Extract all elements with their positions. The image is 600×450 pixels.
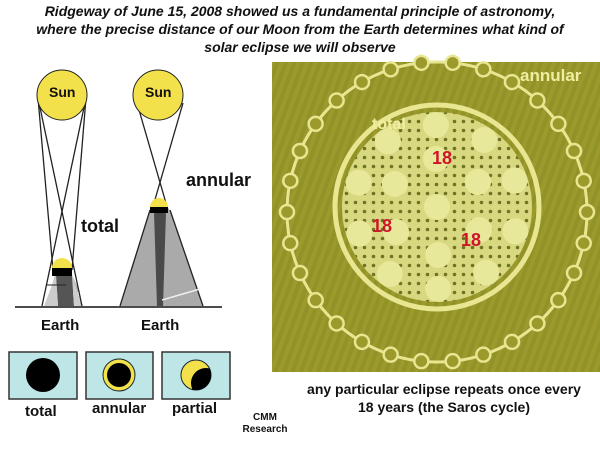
inner-circle	[473, 259, 500, 286]
ring-circle	[291, 142, 309, 160]
crop-circle-photo	[272, 54, 600, 372]
ring-circle	[353, 73, 371, 91]
saros-number: 18	[461, 230, 482, 250]
page-title: Ridgeway of June 15, 2008 showed us a fu…	[0, 2, 600, 56]
ring-circle	[382, 61, 399, 78]
saros-caption: any particular eclipse repeats once ever…	[288, 380, 600, 416]
caption-line-1: any particular eclipse repeats once ever…	[307, 381, 581, 397]
eclipse-label-total: total	[25, 403, 57, 420]
sun-label-annular: Sun	[145, 84, 172, 100]
ring-circle	[503, 73, 521, 91]
eclipse-label-partial: partial	[172, 400, 218, 417]
earth-label-total: Earth	[41, 317, 80, 334]
eclipse-type-partial	[161, 351, 231, 400]
saros-number: 18	[432, 148, 453, 168]
ring-circle	[550, 291, 567, 309]
credit-line-1: CMM	[253, 412, 277, 423]
credit: CMM Research	[240, 412, 290, 436]
crop-annular-label: annular	[520, 66, 582, 85]
inner-circle	[422, 112, 449, 139]
inner-circle	[425, 275, 452, 302]
ring-circle	[475, 346, 492, 363]
ring-circle	[413, 54, 430, 72]
inner-circle	[422, 146, 449, 173]
ring-circle	[578, 203, 596, 221]
ring-circle	[503, 333, 521, 351]
ring-circle	[413, 352, 430, 370]
ring-circle	[307, 115, 324, 133]
inner-circle	[374, 128, 401, 155]
inner-circle	[502, 218, 529, 245]
eclipse-type-total	[8, 351, 78, 400]
eclipse-label-annular: annular	[92, 400, 147, 417]
earth-label-annular: Earth	[141, 317, 180, 334]
inner-circle	[345, 169, 372, 196]
ring-circle	[575, 172, 592, 190]
inner-circle	[381, 170, 408, 197]
sun-label-total: Sun	[49, 84, 76, 100]
ring-circle	[307, 291, 324, 309]
ring-circle	[444, 352, 461, 370]
ring-circle	[529, 315, 546, 332]
ring-circle	[282, 234, 299, 252]
crop-total-label: total	[372, 116, 406, 133]
ring-circle	[565, 142, 583, 160]
ring-circle	[328, 315, 345, 332]
credit-line-2: Research	[242, 424, 288, 435]
saros-number: 18	[372, 216, 393, 236]
title-line-2: where the precise distance of our Moon f…	[36, 21, 564, 37]
ring-circle	[475, 61, 492, 78]
inner-circle	[424, 194, 450, 220]
ring-circle	[444, 54, 461, 72]
ring-circle	[291, 264, 309, 282]
total-eclipse-geometry	[36, 69, 88, 307]
inner-circle	[466, 217, 493, 244]
ring-circle	[382, 346, 399, 363]
inner-circle	[471, 126, 498, 153]
inner-circle	[346, 220, 373, 247]
title-line-3: solar eclipse we will observe	[204, 39, 396, 55]
ring-circle	[328, 92, 345, 109]
eclipse-type-annular	[85, 351, 154, 400]
ring-circle	[353, 333, 371, 351]
annular-label: annular	[186, 170, 252, 190]
total-label: total	[81, 216, 119, 236]
inner-circle	[376, 261, 403, 288]
sun-icon	[36, 69, 88, 121]
inner-circle	[425, 241, 452, 268]
annular-eclipse-geometry	[119, 69, 204, 307]
ring-circle	[575, 234, 592, 252]
ring-circle	[565, 264, 583, 282]
caption-line-2: 18 years (the Saros cycle)	[358, 399, 530, 415]
ring-circle	[550, 115, 567, 133]
sun-icon	[132, 69, 184, 121]
ring-circle	[282, 172, 299, 190]
inner-circle	[501, 167, 528, 194]
ring-circle	[529, 92, 546, 109]
inner-circle	[383, 218, 410, 245]
title-line-1: Ridgeway of June 15, 2008 showed us a fu…	[44, 3, 556, 19]
inner-circle	[464, 169, 491, 196]
ring-circle	[278, 203, 296, 221]
